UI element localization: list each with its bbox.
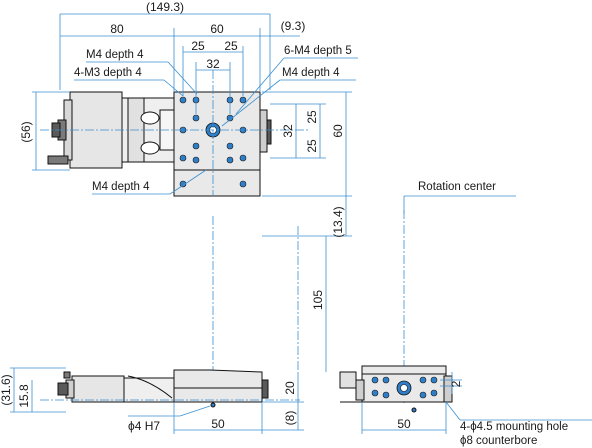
dim-height-56: (56) — [19, 121, 33, 142]
dim-right-25-bottom: 25 — [305, 139, 319, 153]
dim-hole-pitch-b: 25 — [224, 39, 238, 53]
dim-motor-length: 80 — [110, 22, 124, 36]
dim-right-25-top: 25 — [305, 110, 319, 124]
dim-right-32: 32 — [281, 124, 295, 138]
dim-end-h-2: 2 — [449, 380, 463, 387]
callout-m4-depth4-top: M4 depth 4 — [86, 49, 144, 61]
rotation-center-label: Rotation center — [418, 181, 496, 193]
dim-h-20: 20 — [283, 381, 297, 395]
callout-counterbore: ϕ8 counterbore — [460, 435, 537, 447]
dim-length-105: 105 — [311, 290, 325, 310]
dim-side-w-50: 50 — [211, 417, 225, 431]
dim-hole-pitch-a: 25 — [191, 39, 205, 53]
callout-mounting-hole: 4-ϕ4.5 mounting hole — [460, 421, 568, 433]
end-view: Rotation center 2 50 4-ϕ4.5 mounting hol… — [339, 181, 592, 447]
dim-height-60: 60 — [331, 124, 345, 138]
top-view: (149.3) 80 60 (9.3) 25 25 32 M4 depth 4 … — [19, 0, 358, 380]
dim-hole-pitch-inner: 32 — [206, 57, 220, 71]
dim-total-width: (149.3) — [146, 0, 184, 14]
dim-h-15-8: 15.8 — [17, 384, 31, 408]
dim-stage-width: 60 — [210, 22, 224, 36]
stage-table — [173, 91, 272, 197]
callout-m4-depth5: 6-M4 depth 5 — [284, 45, 352, 57]
dim-end-w-50: 50 — [397, 417, 411, 431]
callout-m4-depth4-bottom: M4 depth 4 — [92, 181, 150, 193]
dim-h-31-6: (31.6) — [0, 374, 13, 405]
dim-offset: (9.3) — [281, 19, 306, 33]
dim-h-8: (8) — [283, 411, 297, 426]
dim-offset-13-4: (13.4) — [331, 206, 345, 237]
side-view: (31.6) 15.8 20 (8) 50 ϕ4 H7 — [0, 367, 304, 434]
dim-pin-h7: ϕ4 H7 — [128, 419, 160, 433]
callout-m4-depth4-right: M4 depth 4 — [282, 67, 340, 79]
callout-m3-depth4: 4-M3 depth 4 — [74, 67, 142, 79]
